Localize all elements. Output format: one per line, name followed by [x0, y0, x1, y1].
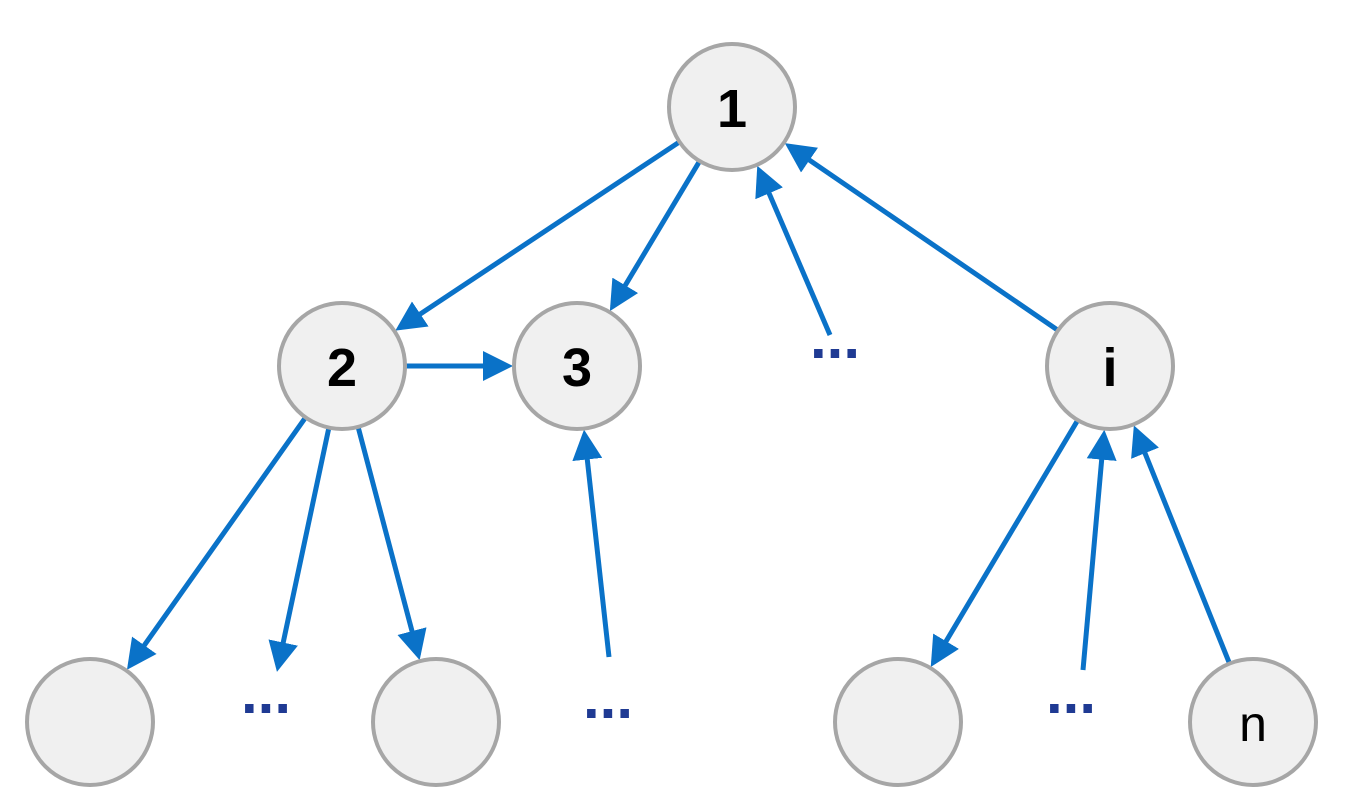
node-circle [667, 42, 797, 172]
edge-n2-to-dots-bottom-1 [268, 428, 332, 672]
node-label: 2 [327, 338, 357, 398]
node-circle [371, 657, 501, 787]
node-label: 1 [717, 79, 747, 139]
node-circle [277, 301, 407, 431]
edge-n2-to-leaf-a [126, 416, 308, 670]
node-ni: i [1045, 301, 1175, 431]
node-leaf-a [25, 657, 155, 787]
node-label: 3 [562, 338, 592, 398]
node-n2: 2 [277, 301, 407, 431]
node-nn: n [1188, 657, 1318, 787]
node-circle [512, 301, 642, 431]
node-n3: 3 [512, 301, 642, 431]
node-circle [833, 657, 963, 787]
ellipses: ............ [241, 304, 1096, 731]
node-circle [1045, 301, 1175, 431]
edge-n1-to-n2 [395, 140, 681, 331]
edge-ni-to-leaf-c [930, 419, 1080, 668]
edge-dots-bottom-3-to-ni [1080, 429, 1117, 671]
edges [126, 140, 1232, 672]
node-leaf-c [833, 657, 963, 787]
nodes: 1 2 3 i n [25, 42, 1318, 787]
dots-bottom-2: ... [583, 664, 633, 731]
edge-dots-mid-to-n1 [755, 165, 833, 336]
dots-bottom-1: ... [241, 659, 291, 726]
edge-n1-to-n3 [609, 160, 702, 312]
dots-mid: ... [810, 304, 860, 371]
node-label: i [1102, 338, 1117, 398]
node-circle [25, 657, 155, 787]
node-leaf-b [371, 657, 501, 787]
edge-ni-to-n1 [784, 143, 1059, 332]
node-n1: 1 [667, 42, 797, 172]
node-circle [1188, 657, 1318, 787]
edge-nn-to-ni [1131, 425, 1232, 664]
edge-n2-to-leaf-b [355, 427, 427, 661]
node-label: n [1239, 696, 1267, 752]
edge-dots-bottom-2-to-n3 [572, 429, 612, 658]
dots-bottom-3: ... [1046, 659, 1096, 726]
